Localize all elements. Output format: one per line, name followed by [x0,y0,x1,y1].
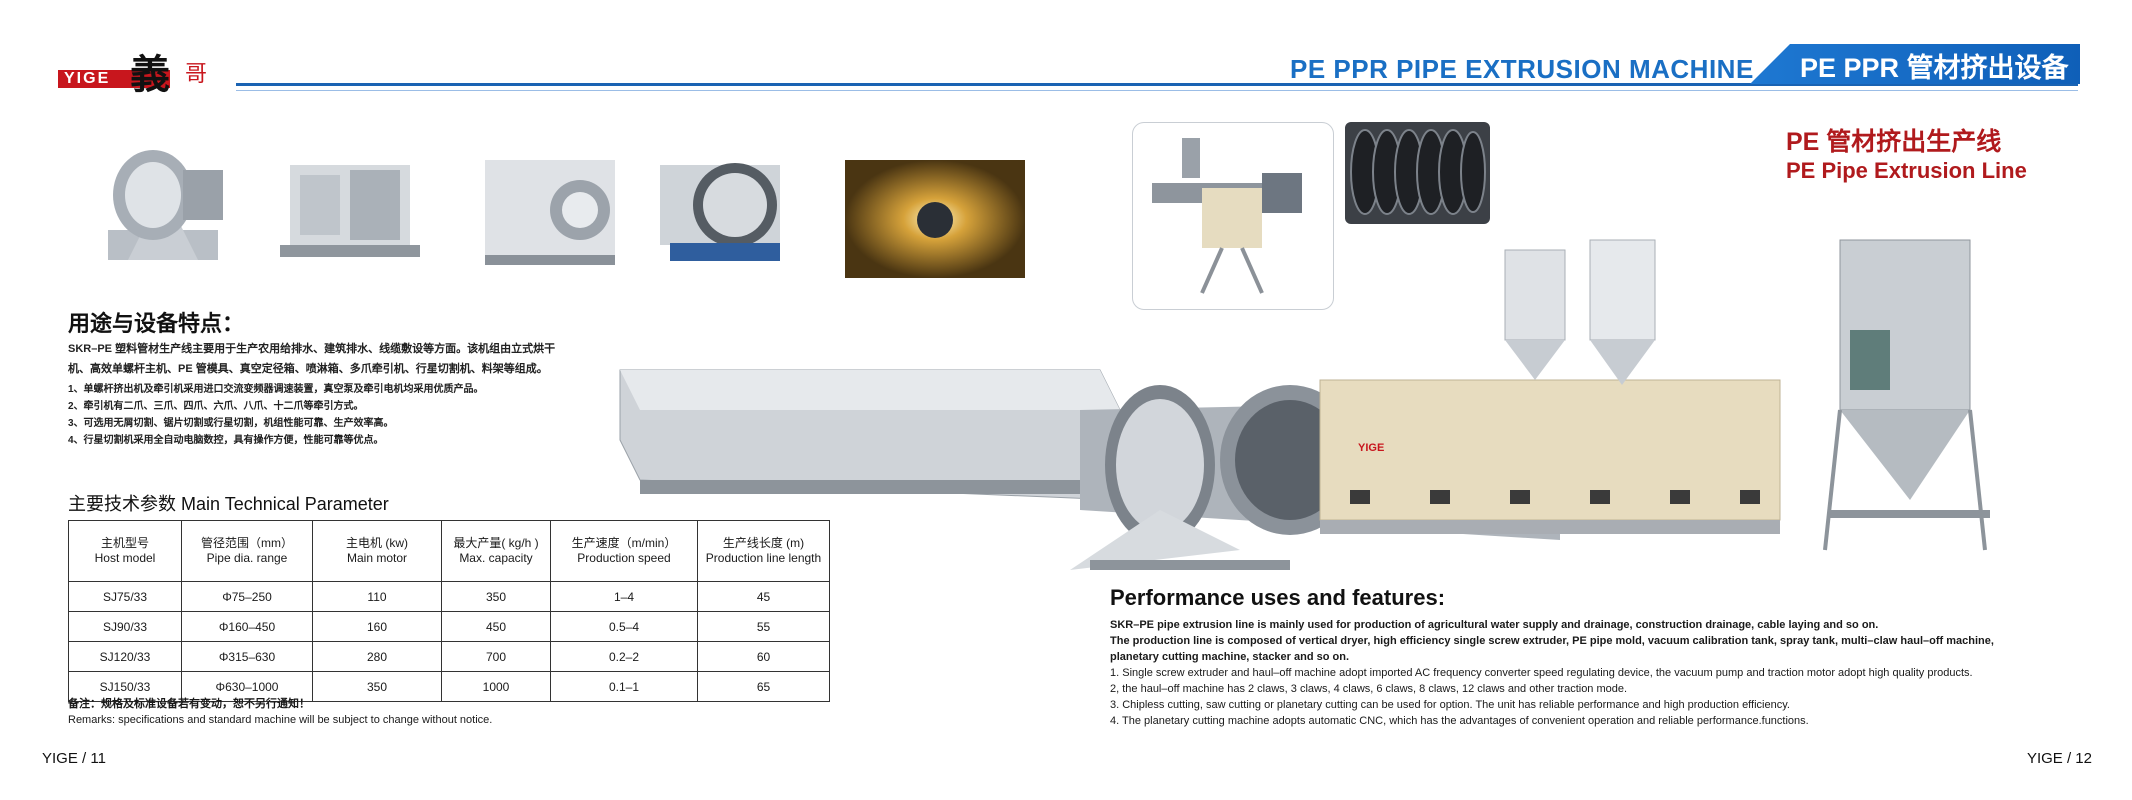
performance-item-2: 2, the haul–off machine has 2 claws, 3 c… [1110,683,1628,695]
pipes-photo [1345,122,1490,224]
table-cell: 110 [312,581,442,612]
features-item-cn-2: 2、牵引机有二爪、三爪、四爪、六爪、八爪、十二爪等牵引方式。 [68,401,364,412]
table-cell: 450 [441,611,551,642]
table-cell: 0.2–2 [550,641,698,672]
params-header-cell: 主电机 (kw)Main motor [312,520,442,582]
header-rule [236,83,2078,86]
performance-item-4: 4. The planetary cutting machine adopts … [1110,715,1809,727]
tunnel-photo [845,160,1025,278]
cutter-photo [280,165,420,257]
page-number-right: YIGE / 12 [2026,750,2092,767]
vacuum-tank-photo [485,160,615,265]
performance-title: Performance uses and features: [1110,585,1446,610]
features-title-cn: 用途与设备特点： [68,311,245,336]
product-name-cn: PE 管材挤出生产线 [1786,128,2002,156]
params-header-cell: 生产速度（m/min）Production speed [550,520,698,582]
performance-line-2: The production line is composed of verti… [1110,635,1994,647]
table-cell: 350 [441,581,551,612]
table-cell: 700 [441,641,551,672]
machine-brand-label: YIGE [1358,442,1385,454]
table-cell: SJ120/33 [68,641,182,672]
note-en: Remarks: specifications and standard mac… [68,714,493,726]
logo-calligraphy-small: 哥 [185,62,208,87]
performance-item-1: 1. Single screw extruder and haul–off ma… [1110,667,1973,679]
table-cell: 0.5–4 [550,611,698,642]
table-cell: Φ160–450 [181,611,313,642]
params-title: 主要技术参数 Main Technical Parameter [68,494,389,514]
table-cell: 160 [312,611,442,642]
features-para-cn-1: SKR–PE 塑料管材生产线主要用于生产农用给排水、建筑排水、线缆敷设等方面。该… [68,343,556,355]
table-cell: SJ90/33 [68,611,182,642]
table-cell: 55 [697,611,830,642]
performance-item-3: 3. Chipless cutting, saw cutting or plan… [1110,699,1790,711]
table-row: SJ120/33 Φ315–630 280 700 0.2–2 60 [68,641,830,672]
params-header-cell: 管径范围（mm）Pipe dia. range [181,520,313,582]
table-cell: 350 [312,671,442,702]
table-cell: Φ75–250 [181,581,313,612]
table-cell: 280 [312,641,442,672]
spray-tank-photo [660,163,780,261]
logo-calligraphy: 義 [130,51,170,98]
features-item-cn-4: 4、行星切割机采用全自动电脑数控，具有操作方便，性能可靠等优点。 [68,435,384,446]
performance-line-3: planetary cutting machine, stacker and s… [1110,651,1350,663]
table-cell: 60 [697,641,830,672]
table-cell: Φ630–1000 [181,671,313,702]
table-row: SJ75/33 Φ75–250 110 350 1–4 45 [68,581,830,612]
table-cell: 1000 [441,671,551,702]
logo-wordmark: YIGE [58,70,170,88]
features-item-cn-1: 1、单螺杆挤出机及牵引机采用进口交流变频器调速装置，真空泵及牵引电机均采用优质产… [68,384,484,395]
table-cell: 0.1–1 [550,671,698,702]
table-cell: 45 [697,581,830,612]
extruder-photo [1152,138,1302,294]
haul-off-photo [108,150,223,260]
production-line-illustration [619,239,1990,570]
header-title-en: PE PPR PIPE EXTRUSION MACHINE [1290,54,1754,84]
header-rule-thin [236,90,2078,91]
page-number-left: YIGE / 11 [42,750,106,767]
table-cell: 65 [697,671,830,702]
table-row: SJ150/33 Φ630–1000 350 1000 0.1–1 65 [68,671,830,702]
performance-line-1: SKR–PE pipe extrusion line is mainly use… [1110,619,1879,631]
params-header-cell: 最大产量( kg/h )Max. capacity [441,520,551,582]
table-cell: 1–4 [550,581,698,612]
table-row: SJ90/33 Φ160–450 160 450 0.5–4 55 [68,611,830,642]
note-cn: 备注：规格及标准设备若有变动，恕不另行通知！ [68,698,310,710]
features-item-cn-3: 3、可选用无屑切割、锯片切割或行星切割，机组性能可靠、生产效率高。 [68,418,394,429]
params-header-cell: 生产线长度 (m)Production line length [697,520,830,582]
header-tab [1750,44,2080,84]
features-para-cn-2: 机、高效单螺杆主机、PE 管模具、真空定径箱、喷淋箱、多爪牵引机、行星切割机、料… [68,363,548,375]
table-cell: SJ75/33 [68,581,182,612]
table-cell: SJ150/33 [68,671,182,702]
table-cell: Φ315–630 [181,641,313,672]
header-title-cn: PE PPR 管材挤出设备 [1800,53,2069,83]
product-name-en: PE Pipe Extrusion Line [1786,158,2027,183]
